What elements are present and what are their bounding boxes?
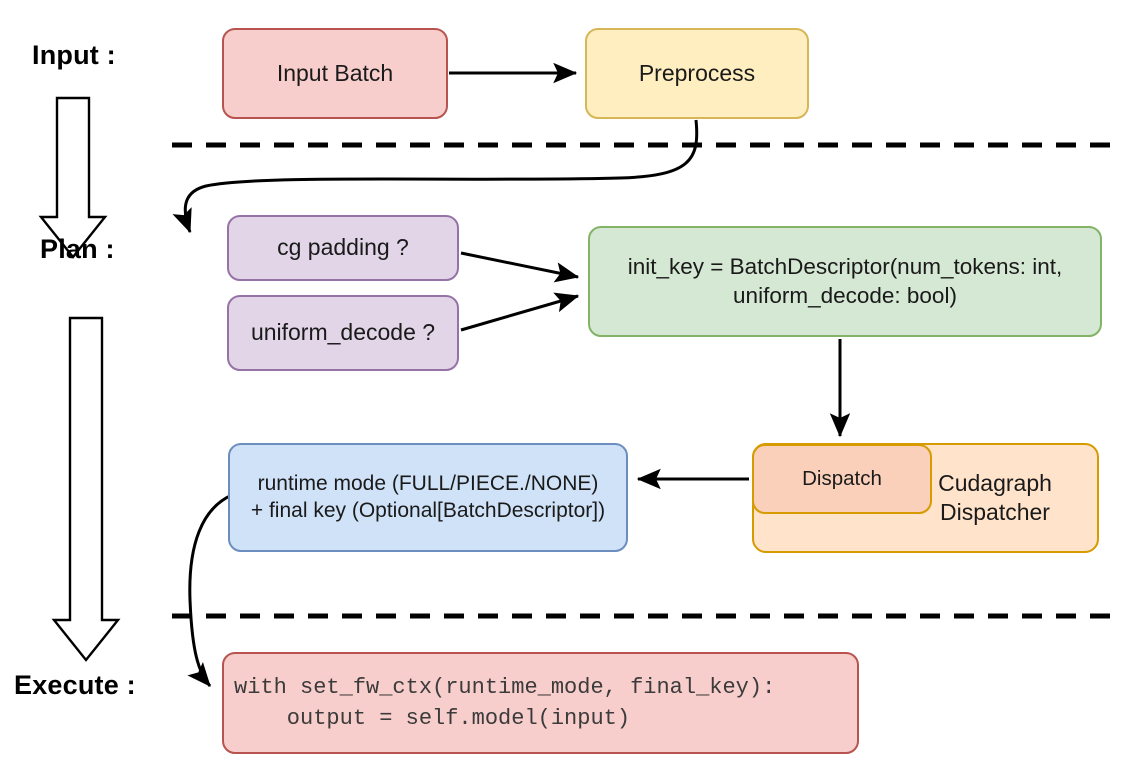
node-preprocess-label: Preprocess [638, 59, 756, 86]
node-runtime-mode-line1: runtime mode (FULL/PIECE./NONE) [257, 471, 599, 495]
node-uniform-decode-label: uniform_decode ? [250, 319, 436, 346]
node-input-batch-label: Input Batch [276, 59, 394, 86]
node-dispatch[interactable]: Dispatch [752, 444, 932, 514]
stage-label-input: Input : [32, 40, 116, 70]
node-runtime-mode-line2: + final key (Optional[BatchDescriptor]) [250, 498, 606, 522]
stage-label-plan: Plan : [40, 234, 115, 264]
node-cg-padding[interactable]: cg padding ? [227, 215, 459, 281]
node-cudagraph-dispatcher-line2: Dispatcher [940, 499, 1050, 525]
node-preprocess[interactable]: Preprocess [585, 28, 809, 119]
stage-label-execute: Execute : [14, 670, 136, 700]
node-code-block[interactable]: with set_fw_ctx(runtime_mode, final_key)… [222, 652, 859, 754]
plan-to-execute-block-arrow [51, 316, 121, 662]
node-init-key-line2: uniform_decode: bool) [733, 282, 957, 308]
node-init-key-line1: init_key = BatchDescriptor(num_tokens: i… [627, 253, 1063, 279]
node-cudagraph-dispatcher-line1: Cudagraph [938, 469, 1052, 496]
edge-cg-padding-to-init-key [460, 251, 580, 283]
node-init-key[interactable]: init_key = BatchDescriptor(num_tokens: i… [588, 226, 1102, 337]
node-dispatch-label: Dispatch [802, 466, 882, 490]
node-cudagraph-dispatcher-text: Cudagraph Dispatcher [909, 469, 1081, 528]
node-input-batch[interactable]: Input Batch [222, 28, 448, 119]
node-uniform-decode[interactable]: uniform_decode ? [227, 295, 459, 371]
node-runtime-mode[interactable]: runtime mode (FULL/PIECE./NONE) + final … [228, 443, 628, 552]
node-init-key-text: init_key = BatchDescriptor(num_tokens: i… [628, 253, 1063, 311]
node-runtime-mode-text: runtime mode (FULL/PIECE./NONE) + final … [251, 471, 605, 525]
edge-uniform-decode-to-init-key [460, 292, 580, 332]
node-code-block-text: with set_fw_ctx(runtime_mode, final_key)… [234, 674, 776, 731]
node-cg-padding-label: cg padding ? [277, 234, 409, 261]
